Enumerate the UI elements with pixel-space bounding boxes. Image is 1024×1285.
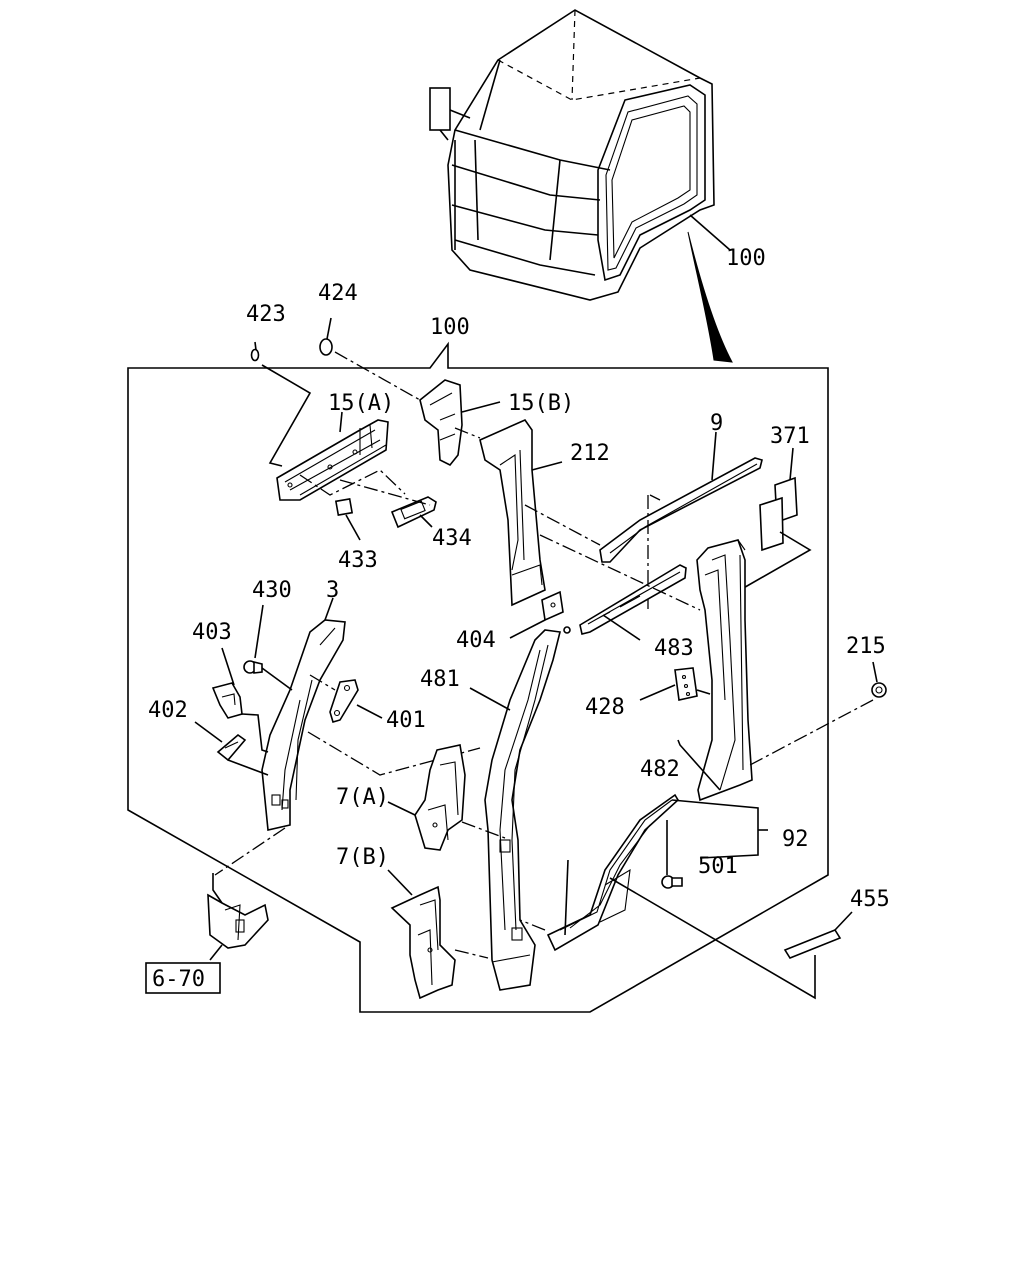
part-7b-hinge [390,885,456,1000]
cab-illustration [429,9,715,301]
label-501: 501 [698,854,738,879]
part-455-strip [783,929,842,959]
part-428-plate [674,667,698,701]
label-15a: 15(A) [328,391,394,416]
label-371: 371 [770,424,810,449]
label-7b: 7(B) [336,845,389,870]
part-403-clip [211,682,243,719]
label-403: 403 [192,620,232,645]
label-434: 434 [432,526,472,551]
label-404: 404 [456,628,496,653]
label-424: 424 [318,281,358,306]
label-frame-100: 100 [430,315,470,340]
part-15a-rail [276,419,389,501]
reference-box-6-70 [145,962,221,994]
part-424-grommet [319,338,333,356]
label-482: 482 [640,757,680,782]
label-9: 9 [710,411,723,436]
label-428: 428 [585,695,625,720]
label-212: 212 [570,441,610,466]
part-481-pillar [484,629,561,991]
part-92-sill [546,793,680,952]
related-part-6-70 [207,893,269,949]
label-402: 402 [148,698,188,723]
label-92: 92 [782,827,809,852]
label-481: 481 [420,667,460,692]
part-215-bolt [871,682,887,698]
label-reference-6-70: 6-70 [152,967,205,992]
label-15b: 15(B) [508,391,574,416]
label-423: 423 [246,302,286,327]
assembly-arrow [687,231,733,363]
part-7a-hinge [414,744,466,851]
part-430-bolt [243,660,263,674]
label-433: 433 [338,548,378,573]
part-483-rail [579,564,687,635]
part-9-trim [599,457,763,563]
label-401: 401 [386,708,426,733]
part-402-hook [216,733,247,762]
part-434-clip [390,496,437,529]
label-7a: 7(A) [336,785,389,810]
label-455: 455 [850,887,890,912]
part-501-screw [661,875,683,889]
assembly-boundary [127,341,829,1013]
label-3: 3 [326,578,339,603]
part-482-pillar [696,539,753,802]
label-cab-100: 100 [726,246,766,271]
part-423-grommet [250,348,260,362]
part-404-bracket [541,590,564,622]
label-483: 483 [654,636,694,661]
part-15b-bracket [419,379,463,467]
part-212-pillar [479,419,546,607]
part-401-strap [329,679,359,723]
part-3-pillar [261,619,346,831]
part-433-plate [334,497,354,517]
part-371-panel [759,476,798,552]
label-215: 215 [846,634,886,659]
label-430: 430 [252,578,292,603]
